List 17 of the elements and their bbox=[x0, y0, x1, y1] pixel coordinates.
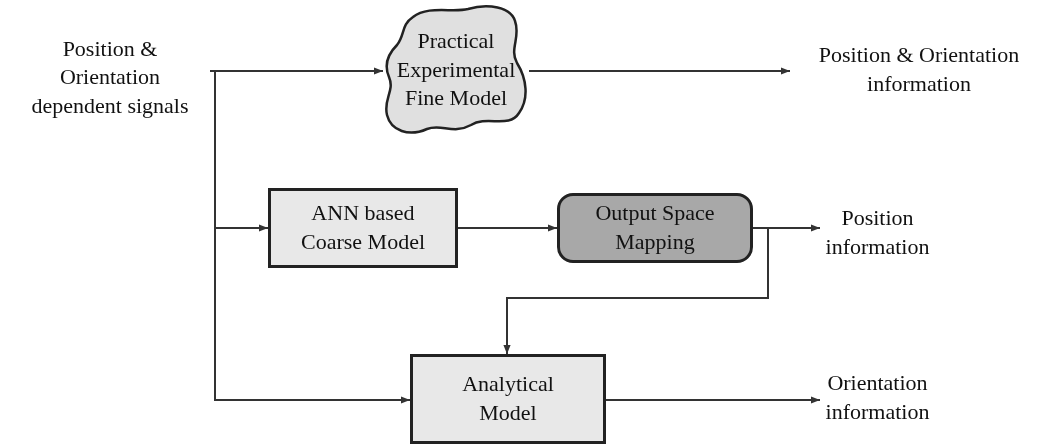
arrow bbox=[209, 70, 411, 404]
process-box bbox=[557, 193, 753, 263]
node-label: Practical Experimental Fine Model bbox=[395, 27, 517, 113]
node-label: Analytical Model bbox=[461, 370, 555, 427]
process-box bbox=[410, 354, 606, 444]
input-label: Position & Orientation dependent signals bbox=[30, 34, 190, 120]
arrow bbox=[605, 396, 821, 404]
process-box bbox=[268, 188, 458, 268]
arrow bbox=[528, 67, 791, 75]
arrow bbox=[503, 227, 769, 355]
output-label: Position information bbox=[824, 203, 931, 261]
arrow bbox=[457, 224, 558, 232]
node-label: Output Space Mapping bbox=[594, 199, 716, 256]
output-label: Orientation information bbox=[824, 368, 931, 426]
cloud-shape bbox=[383, 3, 529, 137]
output-label: Position & Orientation information bbox=[817, 41, 1021, 98]
node-label: ANN based Coarse Model bbox=[300, 199, 426, 256]
